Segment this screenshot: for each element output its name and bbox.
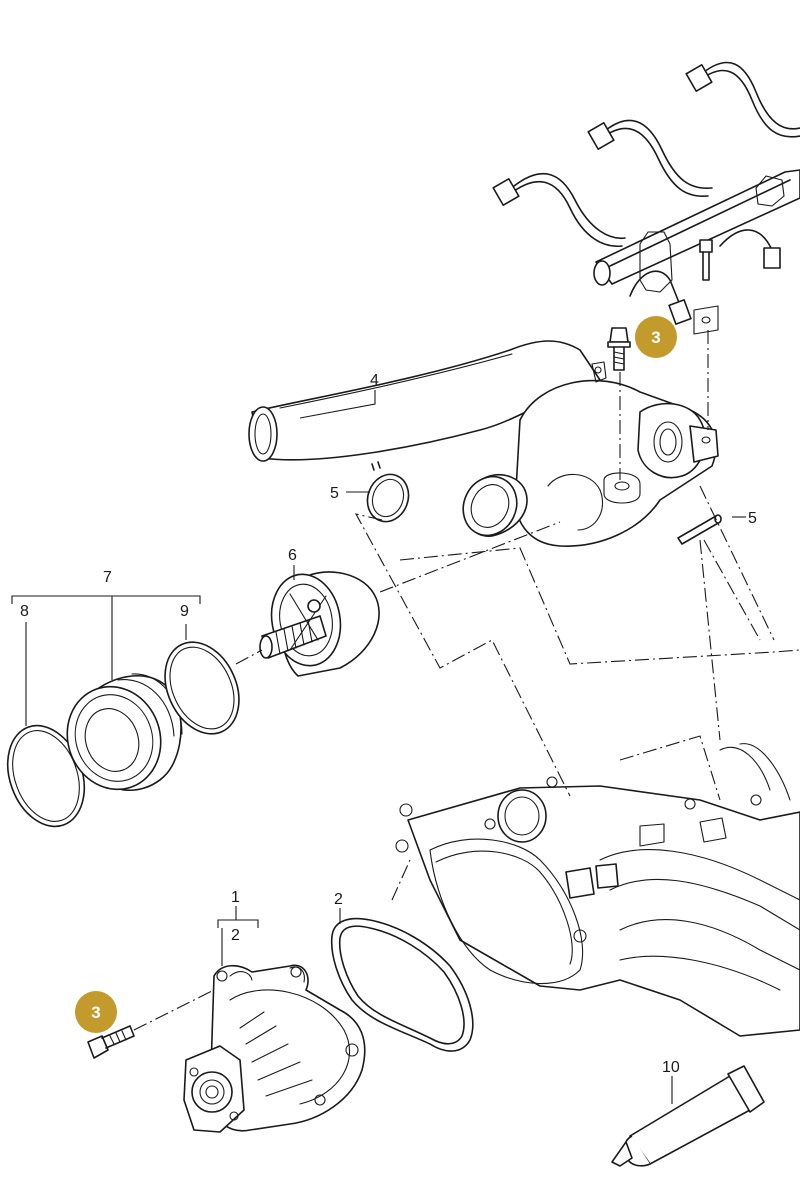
- callout-3-upper: 3: [651, 328, 660, 347]
- seal-ring-9: [164, 641, 240, 735]
- thermostat: [259, 571, 380, 677]
- callout-1: 1: [231, 889, 240, 906]
- thermostat-housing-pipe: [248, 340, 719, 547]
- callout-7: 7: [103, 569, 112, 586]
- callout-2-gasket: 2: [334, 891, 343, 908]
- highlight-badge-upper: 3: [635, 316, 677, 358]
- dowel-pin: [677, 514, 722, 545]
- callout-2-pump: 2: [231, 927, 240, 944]
- grease-tube: [611, 1065, 765, 1167]
- callout-5-pin: 5: [748, 510, 757, 527]
- callout-labels: 1 2 2 4 5 5 6 7 8 9 10: [20, 372, 757, 1076]
- fuel-rail-assembly: [492, 61, 800, 335]
- engine-block: [395, 743, 800, 1037]
- badge-circle-lower: [75, 991, 117, 1033]
- water-pump: [183, 964, 366, 1133]
- callout-6: 6: [288, 547, 297, 564]
- callout-5-ring: 5: [330, 485, 339, 502]
- bolt-upper: [607, 327, 631, 371]
- badge-circle-upper: [635, 316, 677, 358]
- leader-lines: [11, 390, 746, 1104]
- bolt-lower: [87, 1025, 135, 1059]
- gasket: [330, 917, 474, 1052]
- callout-9: 9: [180, 603, 189, 620]
- highlight-badge-lower: 3: [75, 991, 117, 1033]
- o-ring-small: [366, 461, 410, 523]
- callout-4: 4: [370, 372, 379, 389]
- sleeve-7: [66, 673, 183, 791]
- assembly-lines: [133, 330, 800, 1031]
- callout-3-lower: 3: [91, 1003, 100, 1022]
- callout-10: 10: [662, 1059, 680, 1076]
- callout-8: 8: [20, 603, 29, 620]
- seal-ring-8: [6, 724, 86, 828]
